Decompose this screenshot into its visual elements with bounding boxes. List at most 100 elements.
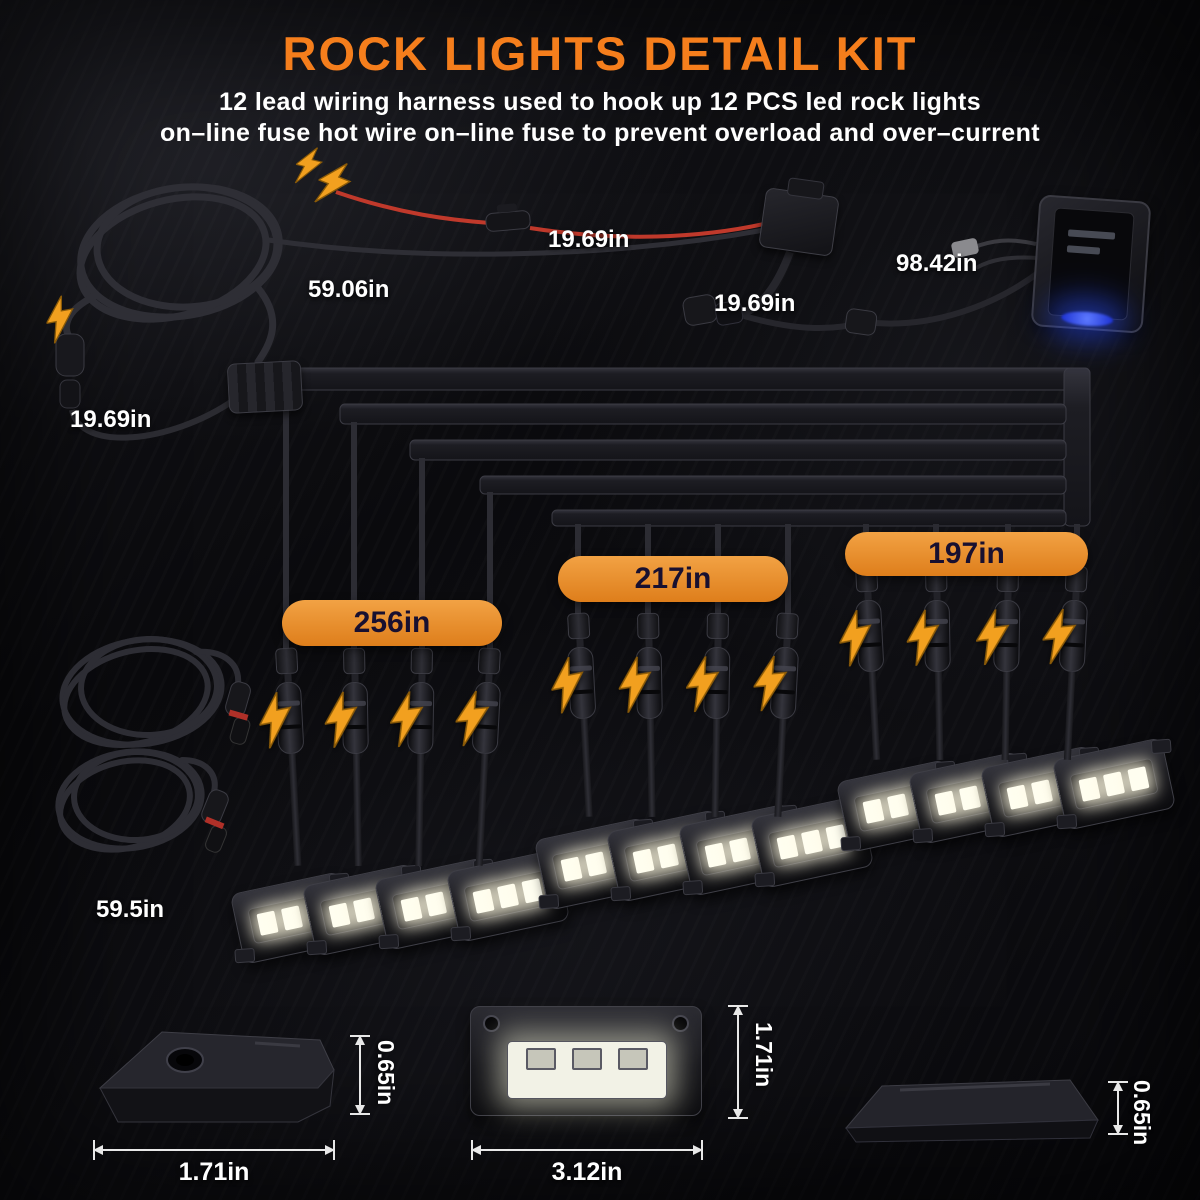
lead-cap [410, 647, 433, 675]
lead-wire [773, 718, 786, 817]
mounting-ear [912, 827, 934, 844]
switch-label-marking [1066, 245, 1100, 255]
lead-wire [288, 753, 301, 866]
lead-stem [644, 638, 653, 648]
led-chip [560, 856, 583, 882]
lead-wire [1063, 671, 1075, 760]
subtitle-line-1: 12 lead wiring harness used to hook up 1… [218, 88, 982, 116]
lead-cap [775, 612, 799, 640]
subtitle-line-2: on–line fuse hot wire on–line fuse to pr… [160, 119, 1040, 147]
led-chip [728, 837, 752, 863]
lightning-bolt-icon [752, 655, 788, 712]
led-chip [886, 793, 910, 819]
branch-length-badge-217: 217in [558, 556, 788, 602]
led-chip [424, 891, 448, 917]
rock-light-lead-connector [388, 647, 437, 867]
lightning-bolt-icon [905, 609, 940, 667]
branch-length-badge-256: 256in [282, 600, 502, 646]
rocker-switch-face [1047, 207, 1135, 321]
mounting-ear [234, 947, 256, 964]
mounting-ear [306, 939, 328, 956]
lead-wire [868, 671, 880, 760]
mounting-ear [840, 835, 862, 852]
mounting-ear [450, 925, 472, 942]
lead-wire [646, 718, 656, 818]
measurement-input-lead: 19.69in [70, 406, 152, 433]
mounting-ear [1056, 813, 1078, 830]
lightning-bolt-icon [684, 655, 720, 713]
rock-light-lead-connector [905, 565, 954, 761]
lead-cap [567, 612, 591, 640]
led-chip [572, 1048, 602, 1070]
lead-stem [350, 673, 359, 683]
lead-wire [352, 753, 362, 867]
lead-wire [414, 753, 424, 867]
switch-label-marking [1067, 229, 1116, 240]
lead-cap [477, 647, 501, 675]
measurement-fuse-wire: 19.69in [548, 226, 630, 253]
rock-light-lead-connector [684, 612, 733, 818]
led-chip [1030, 779, 1054, 805]
lead-stem [713, 638, 722, 648]
fuse-hot-wire [291, 143, 765, 239]
harness-input-connector [42, 293, 236, 441]
led-chip [632, 848, 655, 874]
extension-cable-connectors [201, 681, 251, 853]
led-chip [776, 834, 799, 860]
lead-wire [580, 718, 593, 817]
extension-cable-coils [55, 635, 242, 853]
dim-pod-width: 1.71in [178, 1158, 250, 1186]
lead-wire [710, 718, 720, 818]
rock-light-lead-connector [838, 565, 891, 760]
pod-bottom-view-diagram [98, 1031, 335, 1123]
lead-wire [475, 753, 488, 866]
lead-cap [275, 647, 299, 675]
lightning-bolt-icon [974, 608, 1010, 666]
led-chip [704, 842, 727, 868]
lightning-bolt-icon [323, 691, 358, 749]
rock-light-lead-connector [258, 647, 312, 866]
lead-cap [637, 612, 660, 640]
rock-light-lead-connector [550, 612, 604, 817]
pod-front-view-diagram [470, 1006, 702, 1116]
led-chip [256, 910, 279, 936]
led-chip [496, 883, 520, 909]
dim-pod-front-height: 1.71in [751, 1022, 777, 1088]
lead-cap [343, 647, 366, 675]
led-chip [958, 785, 982, 811]
lightning-bolt-icon [454, 690, 490, 747]
led-chip [800, 829, 824, 855]
mounting-ear [1150, 738, 1172, 755]
mounting-ear [682, 879, 704, 896]
dimension-lines [93, 1005, 1128, 1160]
main-harness-coil [63, 183, 767, 366]
rock-light-lead-connector [1041, 565, 1092, 760]
dim-pod-profile-height: 0.65in [1129, 1080, 1155, 1146]
led-chip [862, 798, 885, 824]
lead-stem [932, 591, 941, 601]
mounting-ear [984, 821, 1006, 838]
lightning-bolt-icon [838, 609, 872, 667]
led-chip [1006, 784, 1029, 810]
lead-wire [1001, 671, 1010, 761]
lightning-bolt-icon [617, 656, 652, 714]
pod-low-profile-diagram [844, 1079, 1099, 1143]
led-chip [1102, 771, 1126, 797]
mounting-hole [672, 1015, 689, 1032]
mounting-ear [754, 871, 776, 888]
lightning-bolt-icon [550, 656, 584, 714]
switch-wire [844, 238, 1044, 336]
rocker-switch [1030, 194, 1152, 334]
rock-light-lead-connector [752, 612, 803, 817]
relay-module [758, 187, 840, 257]
pod-front-lens [507, 1041, 667, 1099]
lead-wire [934, 671, 943, 761]
mounting-hole [483, 1015, 500, 1032]
led-chip [526, 1048, 556, 1070]
led-chip [1078, 776, 1101, 802]
mounting-ear [610, 885, 632, 902]
led-chip [400, 896, 423, 922]
lead-stem [1003, 591, 1012, 601]
